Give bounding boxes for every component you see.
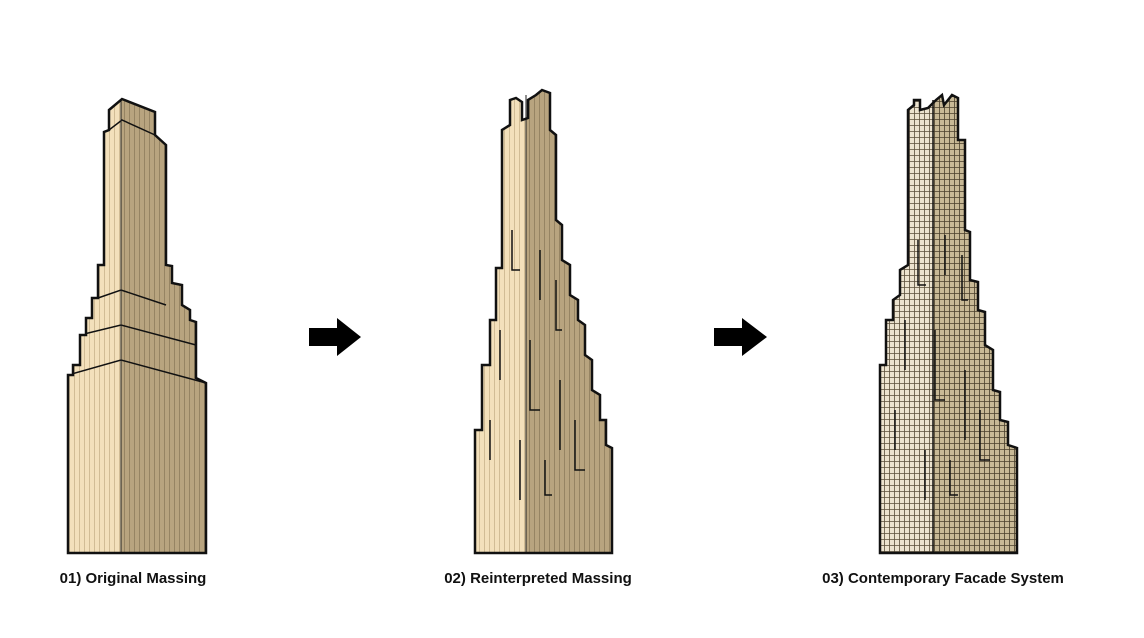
tower-original-massing [66,97,208,555]
stage-label-contemporary: 03) Contemporary Facade System [822,570,1064,587]
tower-contemporary-facade [878,92,1019,555]
stage-label-reinterpreted: 02) Reinterpreted Massing [444,570,632,587]
stage-label-original: 01) Original Massing [59,570,207,587]
arrow-right-icon [714,318,767,356]
tower-reinterpreted-massing [473,88,614,555]
arrow-right-icon [309,318,361,356]
